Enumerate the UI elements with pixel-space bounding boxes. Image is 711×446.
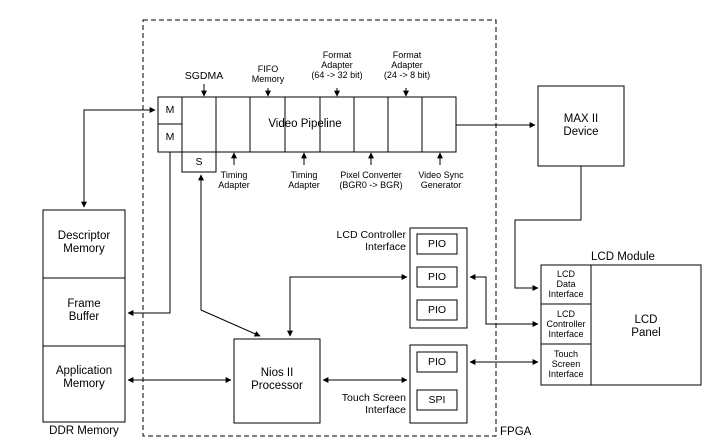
nios-line-2: Processor: [251, 380, 303, 392]
nios-ii-box: [233, 338, 321, 424]
pixel-line-2: (BGR0 -> BGR): [339, 180, 403, 190]
pixel-converter-label: Pixel Converter (BGR0 -> BGR): [333, 170, 409, 190]
lcdctrl-line-2: Interface: [365, 241, 406, 253]
lcdpio-lcdctrl-connector: [469, 274, 539, 327]
lcddata-line-3: Interface: [548, 289, 584, 299]
s-nios-connector: [198, 174, 261, 337]
lcd-pio-1-label: PIO: [427, 238, 447, 250]
lcd-pio-2-box: [416, 266, 458, 288]
vsync-line-2: Generator: [420, 180, 462, 190]
panel-line-1: LCD: [634, 314, 658, 326]
touch-pio-box: [416, 351, 458, 373]
max-line-2: Device: [563, 126, 599, 138]
timing1-line-1: Timing: [220, 170, 248, 180]
application-memory-label: Application Memory: [43, 365, 125, 391]
touch-screen-interface-label: Touch Screen Interface: [318, 392, 406, 416]
touch-spi-box: [416, 389, 458, 411]
format2-line-2: Adapter: [391, 60, 423, 70]
touch-line-2: Interface: [365, 404, 406, 416]
fifo-line-1: FIFO: [257, 64, 279, 74]
app-line-2: Memory: [63, 378, 105, 390]
lcd-pio-1-box: [416, 233, 458, 255]
lcd-pio-3-box: [416, 299, 458, 321]
format2-line-3: (24 -> 8 bit): [383, 70, 431, 80]
framebuffer-m-connector: [127, 152, 171, 316]
format1-line-2: Adapter: [321, 60, 353, 70]
touch-pio-label: PIO: [427, 356, 447, 368]
descriptor-line-2: Memory: [63, 243, 105, 255]
ddr-memory-label: DDR Memory: [49, 425, 119, 437]
format1-line-1: Format: [322, 50, 352, 60]
frame-buffer-label: Frame Buffer: [43, 298, 125, 324]
lcdmtouch-line-2: Screen: [551, 359, 581, 369]
lcd-pio-3-label: PIO: [427, 304, 447, 316]
lcdmctrl-line-1: LCD: [556, 309, 575, 319]
fpga-boundary: [142, 19, 497, 437]
video-sync-label: Video Sync Generator: [410, 170, 472, 190]
lcd-module-box: [540, 264, 702, 386]
pixel-line-1: Pixel Converter: [340, 170, 402, 180]
fpga-label: FPGA: [500, 426, 532, 438]
lcd-controller-module-label: LCD Controller Interface: [541, 309, 591, 339]
timing1-line-2: Adapter: [218, 180, 250, 190]
application-memory-box: [42, 345, 126, 423]
lcddata-line-1: LCD: [556, 269, 575, 279]
lcd-module-label: LCD Module: [591, 251, 655, 263]
video-pipeline-label: Video Pipeline: [268, 118, 342, 130]
lcdmtouch-line-1: Touch: [553, 349, 579, 359]
timing-adapter-1-label: Timing Adapter: [206, 170, 262, 190]
nios-lcdpio-connector: [287, 274, 408, 337]
touch-line-1: Touch Screen: [341, 392, 406, 404]
touch-spi-label: SPI: [428, 394, 446, 406]
format-adapter-2-label: Format Adapter (24 -> 8 bit): [370, 50, 444, 80]
lcdmctrl-line-2: Controller: [546, 319, 586, 329]
descriptor-line-1: Descriptor: [57, 230, 111, 242]
fifo-memory-label: FIFO Memory: [243, 64, 293, 84]
touch-screen-module-label: Touch Screen Interface: [541, 349, 591, 379]
frame-line-1: Frame: [67, 298, 101, 310]
format-adapter-1-label: Format Adapter (64 -> 32 bit): [300, 50, 374, 80]
lcdctrl-line-1: LCD Controller: [336, 229, 406, 241]
timing2-line-2: Adapter: [288, 180, 320, 190]
s-label: S: [195, 156, 203, 168]
format1-line-3: (64 -> 32 bit): [311, 70, 363, 80]
sgdma-label: SGDMA: [184, 70, 224, 82]
max-ii-label: MAX II Device: [538, 113, 624, 139]
lcddata-line-2: Data: [556, 279, 576, 289]
max-ii-box: [537, 85, 625, 167]
m2-label: M: [165, 131, 175, 143]
lcd-pio-2-label: PIO: [427, 271, 447, 283]
frame-buffer-box: [42, 277, 126, 347]
descriptor-memory-label: Descriptor Memory: [43, 230, 125, 256]
lcd-controller-interface-label: LCD Controller Interface: [310, 229, 406, 253]
panel-line-2: Panel: [631, 327, 661, 339]
frame-line-2: Buffer: [68, 311, 100, 323]
descriptor-m-connector: [81, 107, 156, 208]
app-line-1: Application: [55, 365, 113, 377]
lcdmctrl-line-3: Interface: [548, 329, 584, 339]
sgdma-slave-box: [181, 151, 217, 173]
vsync-line-1: Video Sync: [418, 170, 464, 180]
m1-label: M: [165, 104, 175, 116]
timing2-line-1: Timing: [290, 170, 318, 180]
lcd-panel-label: LCD Panel: [591, 314, 701, 340]
nios-ii-label: Nios II Processor: [234, 367, 320, 393]
max-line-1: MAX II: [563, 113, 599, 125]
timing-adapter-2-label: Timing Adapter: [276, 170, 332, 190]
lcdmtouch-line-3: Interface: [548, 369, 584, 379]
format2-line-1: Format: [392, 50, 422, 60]
lcd-data-interface-label: LCD Data Interface: [541, 269, 591, 299]
fifo-line-2: Memory: [251, 74, 285, 84]
nios-line-1: Nios II: [260, 367, 294, 379]
